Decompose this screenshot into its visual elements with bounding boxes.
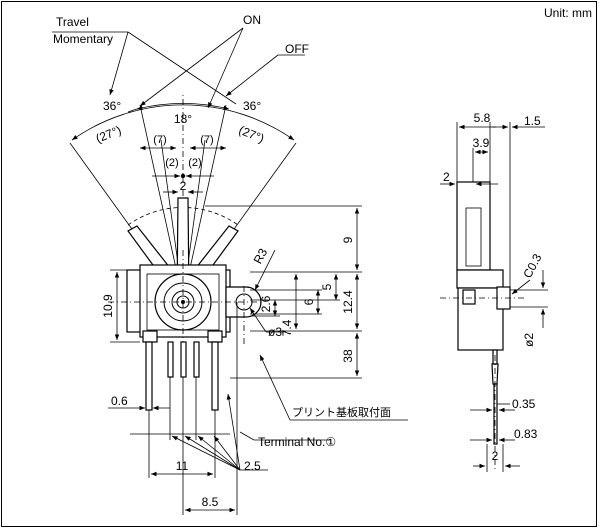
front-bottom-dims bbox=[108, 302, 408, 515]
dim-8-5: 8.5 bbox=[202, 495, 219, 509]
hole-diameter-3: ø3 bbox=[268, 325, 282, 339]
width-2: 2 bbox=[180, 179, 187, 193]
chamfer-c0-3: C0.3 bbox=[520, 251, 544, 280]
radius-r3: R3 bbox=[251, 246, 271, 266]
dim-38: 38 bbox=[341, 349, 355, 363]
dim-6: 6 bbox=[302, 298, 316, 305]
angle-27-right: (27°) bbox=[237, 123, 266, 146]
dim-2-top: 2 bbox=[443, 170, 450, 184]
dim-9: 9 bbox=[341, 236, 355, 243]
angle-36-left: 36° bbox=[103, 99, 121, 113]
dim-0-6: 0.6 bbox=[111, 394, 128, 408]
on-label: ON bbox=[243, 13, 261, 27]
dim-5-8: 5.8 bbox=[474, 111, 491, 125]
dim-1-5: 1.5 bbox=[524, 114, 541, 128]
dim-2-5: 2.5 bbox=[244, 459, 261, 473]
dim-3-9: 3.9 bbox=[473, 136, 490, 150]
dim-2-6: 2.6 bbox=[259, 295, 273, 312]
front-vertical-dims bbox=[110, 205, 362, 379]
pitch-7-left: (7) bbox=[153, 134, 166, 146]
label-leaders bbox=[52, 27, 305, 109]
dim-12-4: 12.4 bbox=[341, 290, 355, 314]
shaft-diameter-2: ø2 bbox=[522, 333, 536, 347]
labels: Unit: mm Travel Momentary ON OFF 36° 36°… bbox=[53, 6, 592, 509]
dim-5: 5 bbox=[320, 283, 334, 290]
terminals bbox=[145, 341, 219, 470]
dim-7-4: 7.4 bbox=[280, 319, 294, 336]
travel-label: Travel bbox=[56, 15, 89, 29]
momentary-label: Momentary bbox=[53, 32, 113, 46]
dim-0-35: 0.35 bbox=[512, 397, 536, 411]
side-view bbox=[440, 122, 548, 472]
angle-27-left: (27°) bbox=[94, 123, 123, 146]
pitch-2-left: (2) bbox=[165, 157, 178, 169]
off-label: OFF bbox=[285, 42, 309, 56]
pitch-2-right: (2) bbox=[188, 157, 201, 169]
pcb-surface-label: プリント基板取付面 bbox=[292, 405, 391, 419]
unit-label: Unit: mm bbox=[544, 6, 592, 20]
angle-18: 18° bbox=[174, 112, 192, 126]
dim-0-83: 0.83 bbox=[514, 427, 538, 441]
switch-housing bbox=[108, 250, 262, 350]
angle-36-right: 36° bbox=[243, 99, 261, 113]
dim-2-bottom: 2 bbox=[492, 449, 499, 463]
terminal-label: Terminal No.① bbox=[258, 435, 336, 449]
pitch-7-right: (7) bbox=[200, 134, 213, 146]
front-view bbox=[52, 27, 408, 515]
dim-11: 11 bbox=[176, 459, 189, 473]
dim-10-9: 10.9 bbox=[101, 294, 115, 318]
